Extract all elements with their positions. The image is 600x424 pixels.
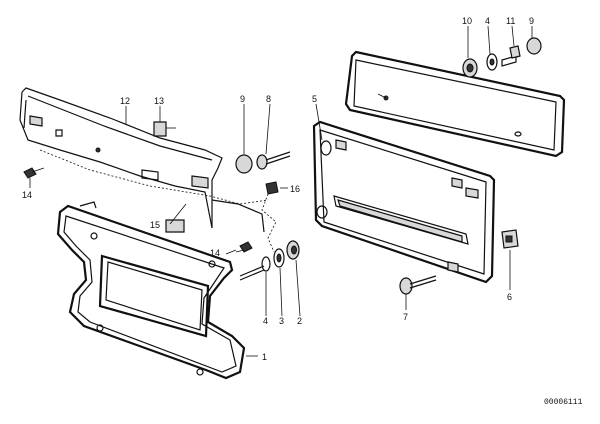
screw-7 bbox=[399, 275, 437, 295]
callout-2: 2 bbox=[297, 316, 302, 326]
clip-16 bbox=[261, 181, 279, 253]
clip-6 bbox=[501, 229, 519, 249]
clip-13 bbox=[153, 121, 176, 137]
callout-7: 7 bbox=[403, 312, 408, 322]
bolt-washer-stack bbox=[239, 240, 300, 281]
leader-lines bbox=[29, 25, 533, 357]
callout-3: 3 bbox=[279, 316, 284, 326]
callout-9-top: 9 bbox=[529, 16, 534, 26]
grommet-9-left bbox=[235, 154, 253, 174]
callouts: 12 13 14 15 16 9 8 5 14 4 3 2 1 6 7 10 4… bbox=[22, 16, 534, 362]
callout-14-left: 14 bbox=[22, 190, 32, 200]
callout-11: 11 bbox=[506, 16, 515, 26]
callout-5: 5 bbox=[312, 94, 317, 104]
clip-15 bbox=[165, 219, 185, 233]
callout-10: 10 bbox=[462, 16, 472, 26]
callout-14-center: 14 bbox=[210, 248, 220, 258]
drawing-code: 00006111 bbox=[544, 398, 583, 407]
trim-panel-5 bbox=[312, 120, 496, 284]
callout-6: 6 bbox=[507, 292, 512, 302]
screw-14-center bbox=[225, 241, 253, 255]
plate-bracket-1 bbox=[56, 201, 246, 380]
callout-9-left: 9 bbox=[240, 94, 245, 104]
callout-13: 13 bbox=[154, 96, 164, 106]
callout-4-top: 4 bbox=[485, 16, 490, 26]
screw-14-left bbox=[23, 167, 45, 179]
rear-plate-panel bbox=[344, 50, 566, 158]
rear-panel-12 bbox=[19, 87, 269, 233]
callout-15: 15 bbox=[150, 220, 160, 230]
callout-8: 8 bbox=[266, 94, 271, 104]
callout-16: 16 bbox=[290, 184, 300, 194]
screw-8 bbox=[256, 151, 291, 170]
callout-4-bottom: 4 bbox=[263, 316, 268, 326]
top-fastener-stack bbox=[462, 37, 542, 78]
callout-1: 1 bbox=[262, 352, 267, 362]
callout-12: 12 bbox=[120, 96, 130, 106]
